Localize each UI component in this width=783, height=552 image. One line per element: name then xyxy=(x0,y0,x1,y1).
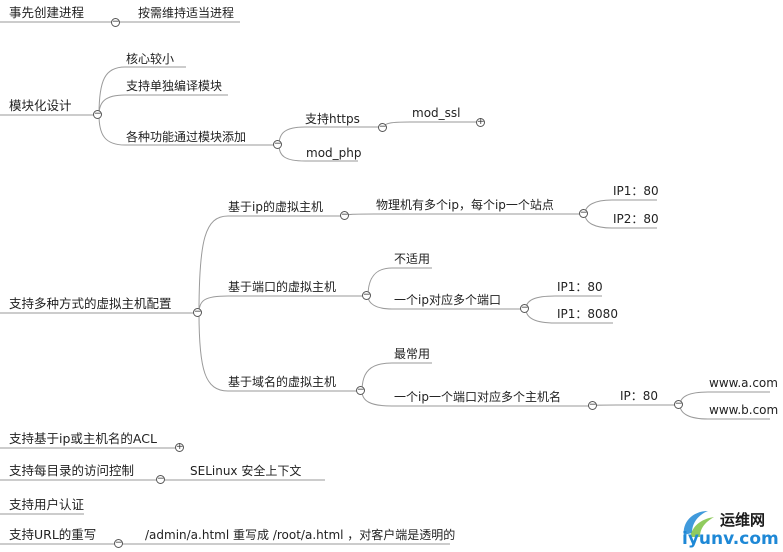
logo-swoosh-icon xyxy=(683,511,714,537)
collapse-toggle-icon[interactable]: − xyxy=(579,208,588,218)
collapse-toggle-icon[interactable]: − xyxy=(93,109,102,119)
connector xyxy=(278,126,379,146)
node-https: 支持https xyxy=(305,112,360,126)
connector xyxy=(98,66,186,116)
expand-toggle-icon[interactable]: + xyxy=(476,117,485,127)
collapse-toggle-icon[interactable]: − xyxy=(588,400,597,410)
node-single-compile: 支持单独编译模块 xyxy=(126,79,223,93)
connector xyxy=(98,114,274,146)
node-func-add-module: 各种功能通过模块添加 xyxy=(126,130,247,144)
collapse-toggle-icon[interactable]: − xyxy=(273,139,282,149)
connector xyxy=(345,213,580,217)
collapse-toggle-icon[interactable]: − xyxy=(378,122,387,132)
logo-title: 运维网 xyxy=(720,511,766,529)
collapse-toggle-icon[interactable]: − xyxy=(674,399,683,409)
connector xyxy=(367,267,432,297)
collapse-toggle-icon[interactable]: − xyxy=(111,17,120,27)
node-one-ip-multi-port: 一个ip对应多个端口 xyxy=(394,293,501,307)
node-ip1-80: IP1：80 xyxy=(613,184,659,198)
collapse-toggle-icon[interactable]: − xyxy=(114,538,123,548)
node-mod-ssl: mod_ssl xyxy=(412,106,461,120)
connector xyxy=(383,121,478,128)
node-phys-multi-ip: 物理机有多个ip，每个ip一个站点 xyxy=(376,198,554,212)
connector xyxy=(198,312,357,392)
collapse-toggle-icon[interactable]: − xyxy=(362,290,371,300)
node-url-rewrite: 支持URL的重写 xyxy=(9,527,97,542)
node-precreate-process: 事先创建进程 xyxy=(9,5,85,20)
node-user-auth: 支持用户认证 xyxy=(9,497,85,512)
node-domain-vhost: 基于域名的虚拟主机 xyxy=(228,375,337,389)
node-rewrite-example: /admin/a.html 重写成 /root/a.html ，对客户端是透明的 xyxy=(145,528,456,542)
node-port-vhost: 基于端口的虚拟主机 xyxy=(228,280,337,294)
connector xyxy=(198,295,363,314)
node-vhost-config: 支持多种方式的虚拟主机配置 xyxy=(9,296,172,311)
node-ip1-8080: IP1：8080 xyxy=(557,307,618,321)
node-www-b: www.b.com xyxy=(709,403,779,417)
connector xyxy=(198,215,341,314)
connector xyxy=(98,94,228,116)
node-most-common: 最常用 xyxy=(394,347,431,361)
node-ip-vhost: 基于ip的虚拟主机 xyxy=(228,200,323,214)
node-not-applicable: 不适用 xyxy=(394,252,431,266)
collapse-toggle-icon[interactable]: − xyxy=(520,303,529,313)
node-one-ip-port-multi-host: 一个ip一个端口对应多个主机名 xyxy=(394,390,561,404)
node-core-small: 核心较小 xyxy=(126,52,175,66)
connector xyxy=(593,404,675,407)
node-ip-80: IP：80 xyxy=(620,389,659,403)
collapse-toggle-icon[interactable]: − xyxy=(356,385,365,395)
connector xyxy=(361,362,432,392)
node-ip2-80: IP2：80 xyxy=(613,212,659,226)
collapse-toggle-icon[interactable]: − xyxy=(156,474,165,484)
node-on-demand: 按需维持适当进程 xyxy=(138,6,235,20)
logo-url: iyunv.com xyxy=(682,529,779,549)
collapse-toggle-icon[interactable]: − xyxy=(340,210,349,220)
collapse-toggle-icon[interactable]: − xyxy=(193,307,202,317)
node-mod-php: mod_php xyxy=(306,146,362,160)
node-ip1-80-port: IP1：80 xyxy=(557,280,603,294)
node-www-a: www.a.com xyxy=(709,376,778,390)
site-logo: 运维网 iyunv.com xyxy=(678,505,779,549)
node-acl: 支持基于ip或主机名的ACL xyxy=(9,431,157,446)
node-selinux: SELinux 安全上下文 xyxy=(190,464,302,478)
node-modular-design: 模块化设计 xyxy=(9,98,72,113)
expand-toggle-icon[interactable]: + xyxy=(175,442,184,452)
node-dir-access: 支持每目录的访问控制 xyxy=(9,463,135,478)
